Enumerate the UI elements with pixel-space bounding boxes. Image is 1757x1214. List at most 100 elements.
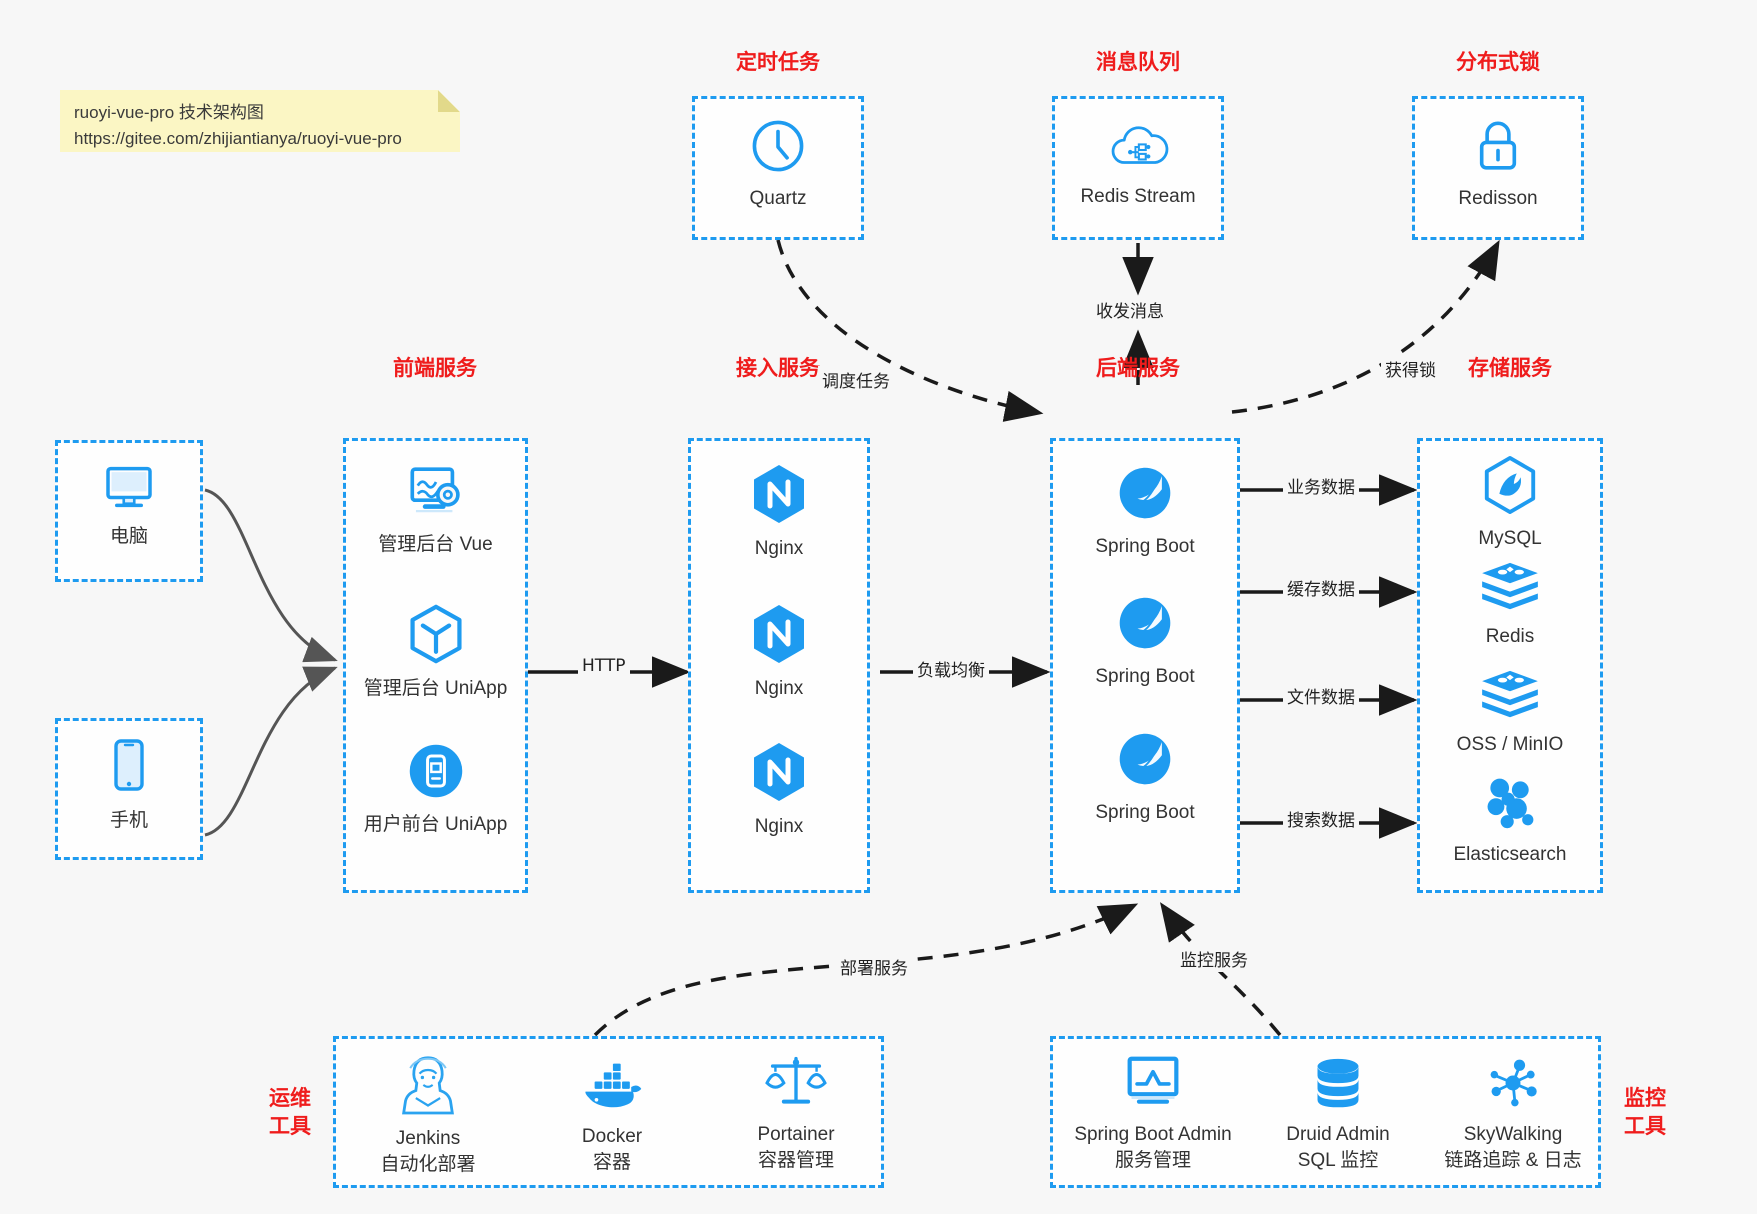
node-admin-vue[interactable]: 管理后台 Vue — [346, 463, 525, 558]
node-nginx-2[interactable]: Nginx — [691, 603, 867, 702]
node-druid-admin[interactable]: Druid Admin SQL 监控 — [1253, 1057, 1423, 1173]
node-springboot-1[interactable]: Spring Boot — [1053, 463, 1237, 560]
node-label: OSS / MinIO — [1456, 734, 1564, 755]
group-box-backend: Spring Boot Spring Boot Spring Boot — [1050, 438, 1240, 893]
docker-icon — [520, 1061, 704, 1118]
group-box-scheduler: Quartz — [692, 96, 864, 240]
node-sublabel: 容器管理 — [757, 1149, 834, 1171]
node-label: Spring Boot — [1095, 666, 1195, 687]
nginx-icon — [691, 463, 867, 530]
node-label: SkyWalking — [1463, 1124, 1563, 1145]
oss-icon — [1420, 669, 1600, 726]
node-label: Redis Stream — [1080, 186, 1196, 207]
note-folded-corner — [438, 90, 460, 112]
group-title-backend: 后端服务 — [1096, 356, 1180, 380]
group-box-mq: Redis Stream — [1052, 96, 1224, 240]
node-nginx-3[interactable]: Nginx — [691, 741, 867, 840]
node-redis[interactable]: Redis — [1420, 561, 1600, 650]
group-box-devops: Jenkins 自动化部署 — [333, 1036, 884, 1188]
group-box-client-desktop: 电脑 — [55, 440, 203, 582]
note-line-2: https://gitee.com/zhijiantianya/ruoyi-vu… — [74, 129, 402, 149]
spring-boot-icon — [1053, 593, 1237, 658]
node-elasticsearch[interactable]: Elasticsearch — [1420, 773, 1600, 868]
node-label: 手机 — [109, 810, 148, 831]
node-label: Nginx — [754, 816, 804, 837]
group-title-devops-line1: 运维 — [269, 1086, 311, 1110]
group-title-monitor-line1: 监控 — [1624, 1086, 1666, 1110]
mysql-icon — [1420, 455, 1600, 520]
node-label: Nginx — [754, 538, 804, 559]
node-label: Spring Boot — [1095, 802, 1195, 823]
group-box-client-mobile: 手机 — [55, 718, 203, 860]
node-oss-minio[interactable]: OSS / MinIO — [1420, 669, 1600, 758]
edge-label-load-balance: 负载均衡 — [913, 655, 989, 682]
node-skywalking[interactable]: SkyWalking 链路追踪 & 日志 — [1423, 1055, 1603, 1173]
node-label: Quartz — [749, 188, 807, 209]
node-label: Nginx — [754, 678, 804, 699]
group-title-devops: 运维 工具 — [255, 1084, 325, 1141]
elasticsearch-icon — [1420, 773, 1600, 836]
spring-boot-icon — [1053, 463, 1237, 528]
edge-label-business-data: 业务数据 — [1283, 472, 1359, 499]
node-label: 电脑 — [109, 526, 148, 547]
edge-label-deploy-service: 部署服务 — [836, 953, 912, 980]
group-title-mq: 消息队列 — [1096, 50, 1180, 74]
node-desktop[interactable]: 电脑 — [58, 461, 200, 550]
cube-icon — [346, 603, 525, 670]
group-title-monitor: 监控 工具 — [1610, 1084, 1680, 1141]
node-mobile[interactable]: 手机 — [58, 737, 200, 834]
jenkins-icon — [336, 1053, 520, 1120]
node-label: 用户前台 UniApp — [363, 814, 508, 835]
node-admin-uniapp[interactable]: 管理后台 UniApp — [346, 603, 525, 702]
mobile-icon — [58, 737, 200, 802]
group-title-lock: 分布式锁 — [1456, 50, 1540, 74]
edge-label-search-data: 搜索数据 — [1283, 805, 1359, 832]
group-title-frontend: 前端服务 — [393, 356, 477, 380]
skywalking-icon — [1423, 1055, 1603, 1116]
edge-label-monitor-service: 监控服务 — [1176, 945, 1252, 972]
node-docker[interactable]: Docker 容器 — [520, 1061, 704, 1175]
node-sublabel: 链路追踪 & 日志 — [1444, 1149, 1582, 1171]
node-sublabel: 容器 — [592, 1151, 631, 1173]
node-label: Redis — [1485, 626, 1535, 647]
node-jenkins[interactable]: Jenkins 自动化部署 — [336, 1053, 520, 1177]
node-label: Docker — [581, 1126, 643, 1147]
redis-icon — [1420, 561, 1600, 618]
node-portainer[interactable]: Portainer 容器管理 — [704, 1053, 888, 1173]
node-label: Redisson — [1458, 188, 1538, 209]
edge-label-http: HTTP — [578, 655, 630, 677]
cloud-stream-icon — [1055, 121, 1221, 178]
node-user-uniapp[interactable]: 用户前台 UniApp — [346, 741, 525, 838]
node-label: Elasticsearch — [1453, 844, 1567, 865]
node-spring-boot-admin[interactable]: Spring Boot Admin 服务管理 — [1053, 1055, 1253, 1173]
group-title-scheduler: 定时任务 — [736, 50, 820, 74]
spring-boot-icon — [1053, 729, 1237, 794]
edge-label-acquire-lock: 获得锁 — [1381, 355, 1440, 382]
title-note: ruoyi-vue-pro 技术架构图 https://gitee.com/zh… — [60, 90, 460, 152]
group-box-frontend: 管理后台 Vue 管理后台 UniApp 用户前台 UniApp — [343, 438, 528, 893]
node-springboot-3[interactable]: Spring Boot — [1053, 729, 1237, 826]
clock-icon — [695, 117, 861, 180]
node-springboot-2[interactable]: Spring Boot — [1053, 593, 1237, 690]
node-sublabel: SQL 监控 — [1297, 1149, 1379, 1171]
node-label: Spring Boot Admin — [1074, 1124, 1232, 1145]
group-title-devops-line2: 工具 — [269, 1114, 311, 1139]
node-label: Druid Admin — [1286, 1124, 1390, 1145]
group-title-storage: 存储服务 — [1468, 356, 1552, 380]
node-redisson[interactable]: Redisson — [1415, 117, 1581, 212]
dashboard-gear-icon — [346, 463, 525, 526]
node-sublabel: 服务管理 — [1114, 1149, 1191, 1171]
node-label: MySQL — [1478, 528, 1542, 549]
node-quartz[interactable]: Quartz — [695, 117, 861, 212]
monitor-chart-icon — [1053, 1055, 1253, 1116]
edge-label-file-data: 文件数据 — [1283, 682, 1359, 709]
node-mysql[interactable]: MySQL — [1420, 455, 1600, 552]
group-box-gateway: Nginx Nginx Nginx — [688, 438, 870, 893]
group-title-monitor-line2: 工具 — [1624, 1114, 1666, 1139]
phone-app-icon — [346, 741, 525, 806]
node-redis-stream[interactable]: Redis Stream — [1055, 121, 1221, 210]
node-nginx-1[interactable]: Nginx — [691, 463, 867, 562]
edge-label-cache-data: 缓存数据 — [1283, 574, 1359, 601]
node-label: Spring Boot — [1095, 536, 1195, 557]
